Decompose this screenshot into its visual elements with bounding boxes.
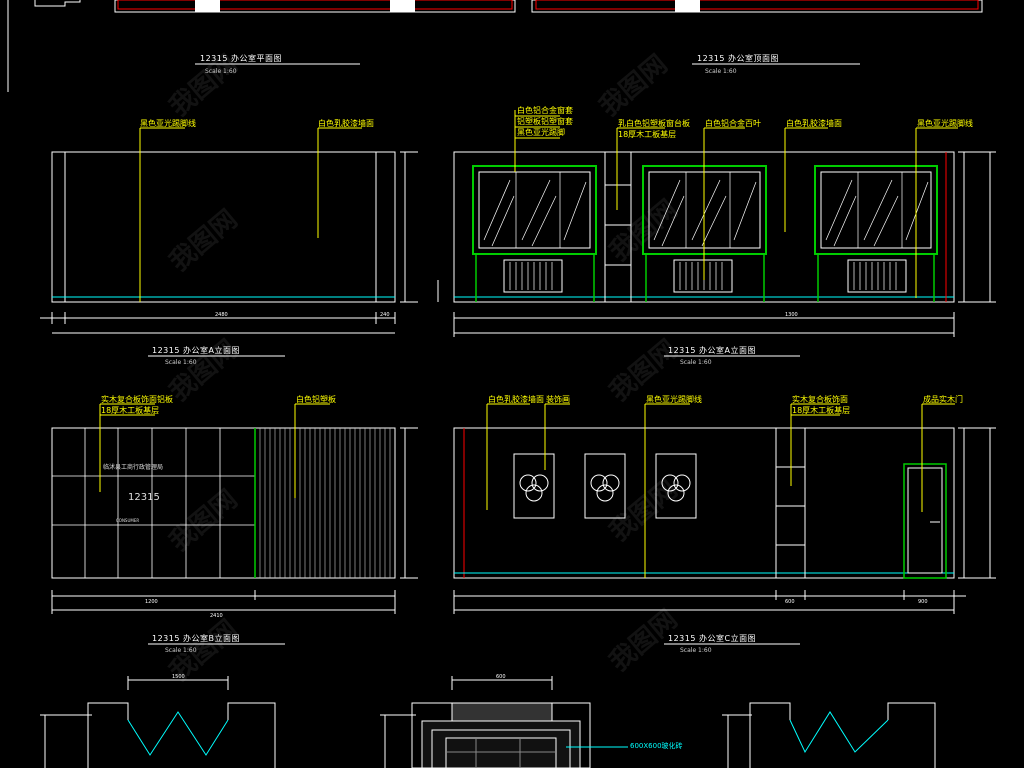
- elev-c-wall-text-3: CONSUMER: [116, 518, 139, 523]
- elev-b-label-1: 白色铝合金窗套: [517, 105, 573, 115]
- elev-a-dim-2: 240: [380, 312, 390, 318]
- elev-d-dim-2: 900: [918, 599, 928, 605]
- elev-c-dim-1: 1200: [145, 599, 158, 605]
- elev-c-wall-text-1: 临沭县工商行政管理局: [103, 463, 163, 471]
- elev-d-dim-1: 600: [785, 599, 795, 605]
- elev-c-scale: Scale 1:60: [165, 647, 197, 654]
- elev-a-label-2: 白色乳胶漆墙面: [318, 118, 374, 128]
- elev-d-label-3: 黑色亚光踢脚线: [646, 394, 702, 404]
- elev-a-dim-1: 2480: [215, 312, 228, 318]
- ceiling-title: 12315 办公室顶面图: [697, 53, 779, 63]
- plan-title: 12315 办公室平面图: [200, 53, 282, 63]
- elevation-b: 白色铝合金窗套 铝塑板铝塑窗套 黑色亚光踢脚 乳白色铝塑板窗台板 18厚木工板基…: [437, 105, 996, 366]
- elevation-d: 白色乳胶漆墙面 装饰画 黑色亚光踢脚线 实木复合板饰面 18厚木工板基层 成品实…: [453, 394, 996, 654]
- elev-c-wall-text-2: 12315: [128, 492, 160, 503]
- elev-b-label-5: 18厚木工板基层: [618, 129, 676, 139]
- elev-c-label-2: 18厚木工板基层: [101, 405, 159, 415]
- watermarks: 我图网 我图网 我图网 我图网 我图网 我图网 我图网 我图网 我图网 我图网: [164, 49, 683, 687]
- elev-b-label-3: 黑色亚光踢脚: [517, 127, 565, 137]
- svg-text:我图网: 我图网: [594, 49, 673, 122]
- titles: 12315 办公室平面图 Scale 1:60 12315 办公室顶面图 Sca…: [195, 53, 860, 75]
- elev-d-label-4: 实木复合板饰面: [792, 394, 848, 404]
- elev-d-label-5: 18厚木工板基层: [792, 405, 850, 415]
- elev-a-title: 12315 办公室A立面图: [152, 345, 240, 355]
- elev-b-label-2: 铝塑板铝塑窗套: [517, 116, 573, 126]
- elev-b-title: 12315 办公室A立面图: [668, 345, 756, 355]
- elev-a-scale: Scale 1:60: [165, 359, 197, 366]
- elev-d-label-1: 白色乳胶漆墙面: [488, 394, 544, 404]
- elev-b-scale: Scale 1:60: [680, 359, 712, 366]
- svg-text:我图网: 我图网: [164, 204, 243, 277]
- plan-scale: Scale 1:60: [205, 68, 237, 75]
- ceiling-scale: Scale 1:60: [705, 68, 737, 75]
- svg-text:我图网: 我图网: [604, 474, 683, 547]
- elev-c-dim-2: 2410: [210, 613, 223, 619]
- detail-dim-2: 600: [496, 674, 506, 680]
- elev-d-label-2: 装饰画: [546, 394, 570, 404]
- elev-c-label-1: 实木复合板饰面铝板: [101, 394, 173, 404]
- elev-a-label-1: 黑色亚光踢脚线: [140, 118, 196, 128]
- elev-b-label-4: 乳白色铝塑板窗台板: [618, 118, 690, 128]
- elevation-a: 黑色亚光踢脚线 白色乳胶漆墙面 2480 240 12315 办公室A立面图 S…: [40, 118, 418, 366]
- detail-label: 600X600玻化砖: [630, 741, 683, 750]
- elev-d-scale: Scale 1:60: [680, 647, 712, 654]
- svg-text:我图网: 我图网: [164, 484, 243, 557]
- elev-b-label-8: 黑色亚光踢脚线: [917, 118, 973, 128]
- elev-d-label-6: 成品实木门: [923, 394, 963, 404]
- elev-c-label-3: 白色铝塑板: [296, 394, 336, 404]
- elev-d-title: 12315 办公室C立面图: [668, 633, 756, 643]
- elev-b-label-7: 白色乳胶漆墙面: [786, 118, 842, 128]
- elev-b-dim: 1300: [785, 312, 798, 318]
- elev-c-title: 12315 办公室B立面图: [152, 633, 240, 643]
- detail-dim-1: 1500: [172, 674, 185, 680]
- bottom-details: 1500 600 600X600玻化砖: [40, 674, 936, 768]
- elev-b-label-6: 白色铝合金百叶: [705, 118, 761, 128]
- top-partial-drawings: [7, 0, 983, 92]
- elevation-c: 临沭县工商行政管理局 12315 CONSUMER 实木复合板饰面铝板 18厚木…: [51, 394, 418, 654]
